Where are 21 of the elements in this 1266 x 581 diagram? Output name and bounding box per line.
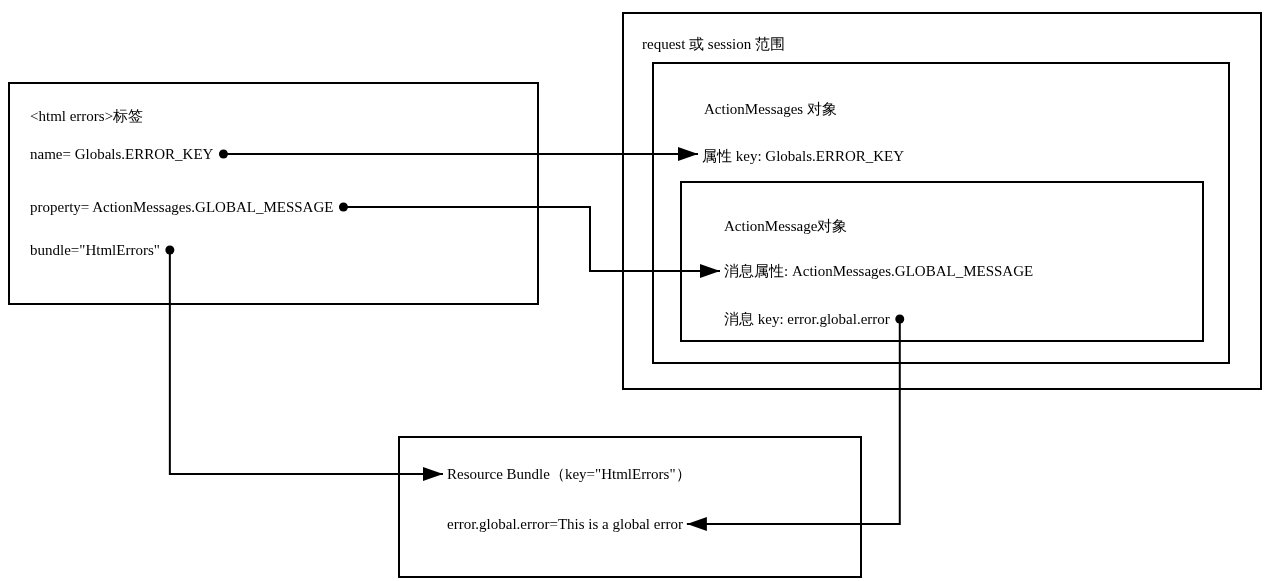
attribute-text: 属性 key: Globals.ERROR_KEY (702, 146, 905, 166)
box-heading: request 或 session 范围 (642, 35, 785, 54)
container-box (680, 181, 1204, 342)
connector-arrow (338, 202, 721, 278)
attribute-text: property= ActionMessages.GLOBAL_MESSAGE (30, 197, 334, 217)
attribute-text: error.global.error=This is a global error (447, 514, 683, 534)
rectangle-box (398, 436, 862, 578)
attribute-text: 消息属性: ActionMessages.GLOBAL_MESSAGE (724, 261, 1034, 281)
attribute-text: name= Globals.ERROR_KEY (30, 144, 214, 164)
attribute-text: bundle="HtmlErrors" (30, 240, 160, 260)
connector-arrow (218, 147, 699, 161)
box-heading: ActionMessages 对象 (704, 100, 837, 119)
connector-arrow (165, 245, 444, 481)
container-box (652, 62, 1230, 364)
container-box (8, 82, 539, 305)
container-box (622, 12, 1262, 390)
box-heading: ActionMessage对象 (724, 217, 848, 236)
connector-arrow (685, 314, 905, 531)
box-heading: <html errors>标签 (30, 107, 144, 126)
attribute-text: 消息 key: error.global.error (724, 309, 890, 329)
attribute-text: Resource Bundle（key="HtmlErrors"） (447, 464, 691, 484)
